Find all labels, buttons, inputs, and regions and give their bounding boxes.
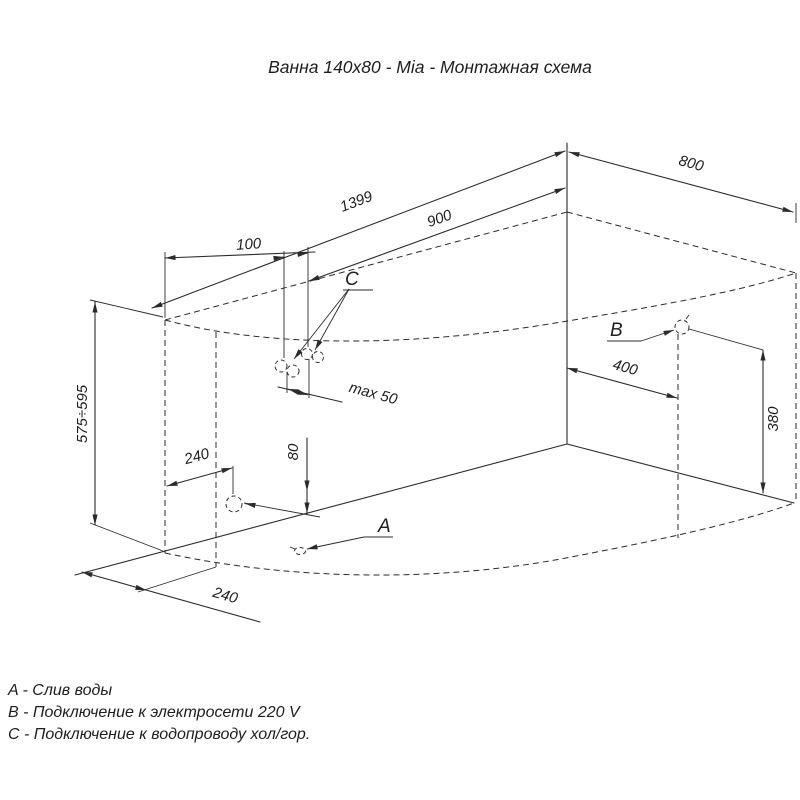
right-wall-floor-line (566, 443, 795, 504)
max50-arrow-left (287, 388, 299, 395)
water-connection-circle-1 (274, 359, 288, 373)
connection-symbols (225, 314, 690, 555)
dim-label-380: 380 (765, 406, 782, 432)
wall-edges (74, 142, 795, 576)
dim-label-240-bottom: 240 (210, 584, 240, 608)
dim-label-240-drain: 240 (182, 445, 212, 468)
dim-label-575-595: 575÷595 (74, 384, 91, 443)
rim-front-curve (164, 272, 797, 342)
drain-outlet-tick (289, 546, 296, 550)
leader-a (306, 536, 365, 550)
point-label-b: B (610, 320, 623, 341)
ext-height-bottom (89, 522, 164, 552)
rim-back-left-edge (164, 211, 568, 321)
dim-label-100: 100 (236, 235, 263, 254)
dim-label-400: 400 (611, 356, 640, 379)
ext-height-top (89, 299, 164, 318)
water-connection-circle-2 (286, 364, 300, 378)
drain-level-arrow (244, 502, 256, 508)
dim-label-800: 800 (677, 152, 706, 175)
water-connection-circle-4 (312, 351, 324, 363)
dim-line-max50 (277, 386, 343, 403)
floor-front-curve (164, 502, 795, 576)
left-wall-floor-line (74, 443, 568, 576)
leader-c-2 (314, 288, 350, 351)
dim-100-arrow-left (273, 255, 285, 262)
legend-item-drain: A - Слив воды (7, 682, 112, 699)
dim-line-100 (164, 251, 316, 261)
dim-line-800 (568, 151, 794, 213)
point-label-a: A (377, 516, 391, 537)
drain-outlet-symbol (294, 547, 306, 555)
dim-line-240-bottom (81, 571, 261, 623)
dim-label-max50: max 50 (347, 379, 400, 408)
dim-label-80: 80 (285, 443, 302, 460)
dim-label-900: 900 (425, 206, 455, 231)
point-label-c: C (345, 269, 359, 290)
legend-item-water: C - Подключение к водопроводу хол/гор. (8, 726, 310, 743)
leader-c-1 (293, 288, 350, 360)
ext-socket-to-380 (688, 328, 764, 351)
legend: A - Слив воды B - Подключение к электрос… (7, 682, 310, 743)
dim-240-bottom-arrow (135, 584, 147, 591)
legend-item-electric: B - Подключение к электросети 220 V (8, 704, 301, 721)
drain-connection-circle (225, 495, 243, 513)
dim-100-arrow-right (297, 251, 309, 258)
electric-connection-tick (685, 314, 690, 320)
drain-level-line (243, 502, 321, 518)
dimension-lines (81, 150, 797, 623)
max50-arrow-right (297, 389, 309, 396)
dim-line-400 (566, 367, 678, 399)
rim-back-right-edge (566, 211, 797, 274)
page-title: Ванна 140x80 - Mia - Монтажная схема (268, 57, 592, 77)
leader-lines (293, 288, 675, 550)
dim-line-240-drain (166, 467, 233, 487)
dim-line-900 (308, 187, 566, 282)
ext-bottom-240 (137, 566, 217, 593)
electric-connection-circle (674, 319, 690, 335)
dim-label-1399: 1399 (338, 188, 376, 216)
water-connection-circle-3 (301, 348, 313, 360)
bathtub-outline (164, 211, 797, 576)
leader-b (640, 329, 675, 342)
